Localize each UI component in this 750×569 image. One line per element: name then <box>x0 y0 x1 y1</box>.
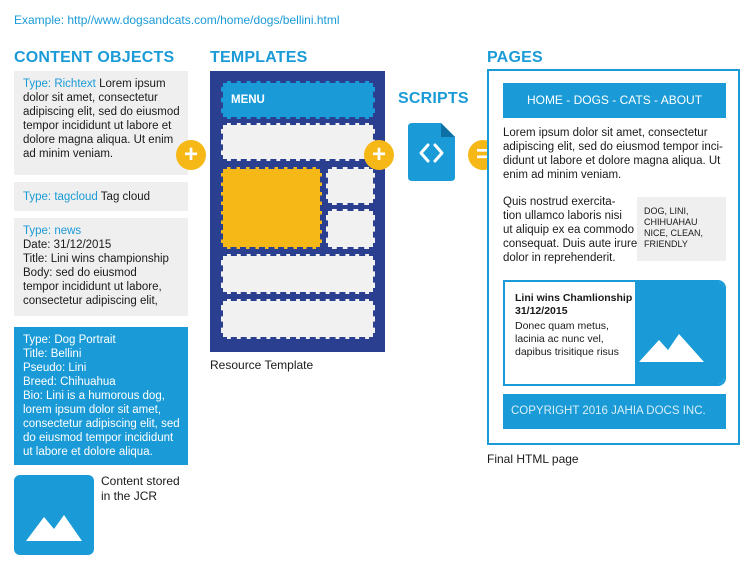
page-body-line: consequat. Duis aute irure <box>503 238 638 250</box>
template-slot <box>221 254 375 294</box>
jcr-caption-line: in the JCR <box>101 489 158 503</box>
image-icon <box>635 282 724 384</box>
page-tag-cloud: DOG, LINI, CHIHUAHAU NICE, CLEAN, FRIEND… <box>637 197 726 261</box>
template-slot <box>221 123 375 161</box>
page-nav[interactable]: HOME - DOGS - CATS - ABOUT <box>503 83 726 118</box>
dog-portrait-line: ut labore et dolore aliqua. <box>23 446 153 458</box>
pages-heading: PAGES <box>487 49 543 66</box>
richtext-line: dolor sit amet, consectetur <box>23 92 158 104</box>
plus-icon: + <box>364 140 394 170</box>
scripts-heading: SCRIPTS <box>398 90 469 107</box>
news-card-body-line: lacinia ac nunc vel, <box>515 333 604 345</box>
news-card-title-line: 31/12/2015 <box>515 305 568 317</box>
dog-portrait-line: Breed: Chihuahua <box>23 376 116 388</box>
richtext-type: Type: Richtext <box>23 78 96 90</box>
news-line: Date: 31/12/2015 <box>23 239 112 251</box>
news-line: Title: Lini wins championship <box>23 253 169 265</box>
dog-portrait-line: do eiusmod tempor incididunt <box>23 432 174 444</box>
page-body: Quis nostrud exercita- tion ullamco labo… <box>503 195 637 265</box>
jcr-caption-line: Content stored <box>101 474 180 488</box>
page-intro: Lorem ipsum dolor sit amet, consectetur … <box>503 126 723 182</box>
news-line: Body: sed do eiusmod <box>23 267 137 279</box>
dog-portrait-line: Bio: Lini is a humorous dog, <box>23 390 165 402</box>
dog-portrait-line: Title: Bellini <box>23 348 82 360</box>
template-slot <box>326 209 375 249</box>
final-page: HOME - DOGS - CATS - ABOUT Lorem ipsum d… <box>487 69 740 445</box>
template-frame: MENU <box>210 71 385 352</box>
page-footer: COPYRIGHT 2016 JAHIA DOCS INC. <box>503 394 726 429</box>
templates-heading: TEMPLATES <box>210 49 308 66</box>
news-type: Type: news <box>23 225 82 237</box>
news-card-body-line: dapibus trisitique risus <box>515 346 619 358</box>
dog-portrait-type: Type: Dog Portrait <box>23 334 116 346</box>
page-news-card[interactable]: Lini wins Chamlionship 31/12/2015 Donec … <box>503 280 726 386</box>
tagcloud-type: Type: tagcloud <box>23 191 98 203</box>
page-body-line: Quis nostrud exercita- <box>503 196 616 208</box>
dog-portrait-object: Type: Dog Portrait Title: Bellini Pseudo… <box>14 327 188 465</box>
page-intro-line: adipiscing elit, sed do eiusmod tempor i… <box>503 141 723 153</box>
richtext-line: adipiscing elit, sed do eiusmod <box>23 106 180 118</box>
code-icon <box>408 123 455 181</box>
image-icon <box>14 475 94 555</box>
page-intro-line: Lorem ipsum dolor sit amet, consectetur <box>503 127 708 139</box>
richtext-object: Type: Richtext Lorem ipsum dolor sit ame… <box>14 71 188 175</box>
final-page-caption: Final HTML page <box>487 452 579 466</box>
jcr-caption: Content stored in the JCR <box>101 474 180 504</box>
page-body-line: tion ullamco laboris nisi <box>503 210 622 222</box>
page-body-line: ut aliquip ex ea commodo <box>503 224 635 236</box>
news-line: consectetur adipiscing elit, <box>23 295 158 307</box>
content-objects-heading: CONTENT OBJECTS <box>14 49 175 66</box>
template-slot <box>221 299 375 339</box>
dog-portrait-line: lorem ipsum dolor sit amet, <box>23 404 162 416</box>
news-card-body-line: Donec quam metus, <box>515 320 609 332</box>
tag-line: FRIENDLY <box>644 239 688 249</box>
tagcloud-text: Tag cloud <box>97 191 151 203</box>
template-menu: MENU <box>221 81 375 119</box>
tag-line: NICE, CLEAN, <box>644 228 704 238</box>
page-intro-line: enim ad minim veniam. <box>503 169 622 181</box>
richtext-line: tempor incididunt ut labore et <box>23 120 172 132</box>
plus-icon: + <box>176 140 206 170</box>
richtext-line: ad minim veniam. <box>23 148 114 160</box>
richtext-line: dolore magna aliqua. Ut enim <box>23 134 174 146</box>
page-body-line: dolor in reprehenderit. <box>503 252 616 264</box>
news-card-title-line: Lini wins Chamlionship <box>515 292 633 304</box>
tag-line: DOG, LINI, <box>644 206 689 216</box>
news-line: tempor incididunt ut labore, <box>23 281 162 293</box>
tag-line: CHIHUAHAU <box>644 217 698 227</box>
page-intro-line: didunt ut labore et dolore magna aliqua.… <box>503 155 721 167</box>
dog-portrait-line: Pseudo: Lini <box>23 362 87 374</box>
resource-template-caption: Resource Template <box>210 358 314 372</box>
news-object: Type: news Date: 31/12/2015 Title: Lini … <box>14 218 188 316</box>
richtext-line: Lorem ipsum <box>95 78 166 90</box>
template-image-slot <box>221 167 322 249</box>
news-card-body: Donec quam metus, lacinia ac nunc vel, d… <box>515 320 619 359</box>
news-card-title: Lini wins Chamlionship 31/12/2015 <box>515 292 632 318</box>
tagcloud-object: Type: tagcloud Tag cloud <box>14 182 188 211</box>
dog-portrait-line: consectetur adipiscing elit, sed <box>23 418 180 430</box>
example-url: Example: http//www.dogsandcats.com/home/… <box>14 13 340 27</box>
template-slot <box>326 167 375 205</box>
